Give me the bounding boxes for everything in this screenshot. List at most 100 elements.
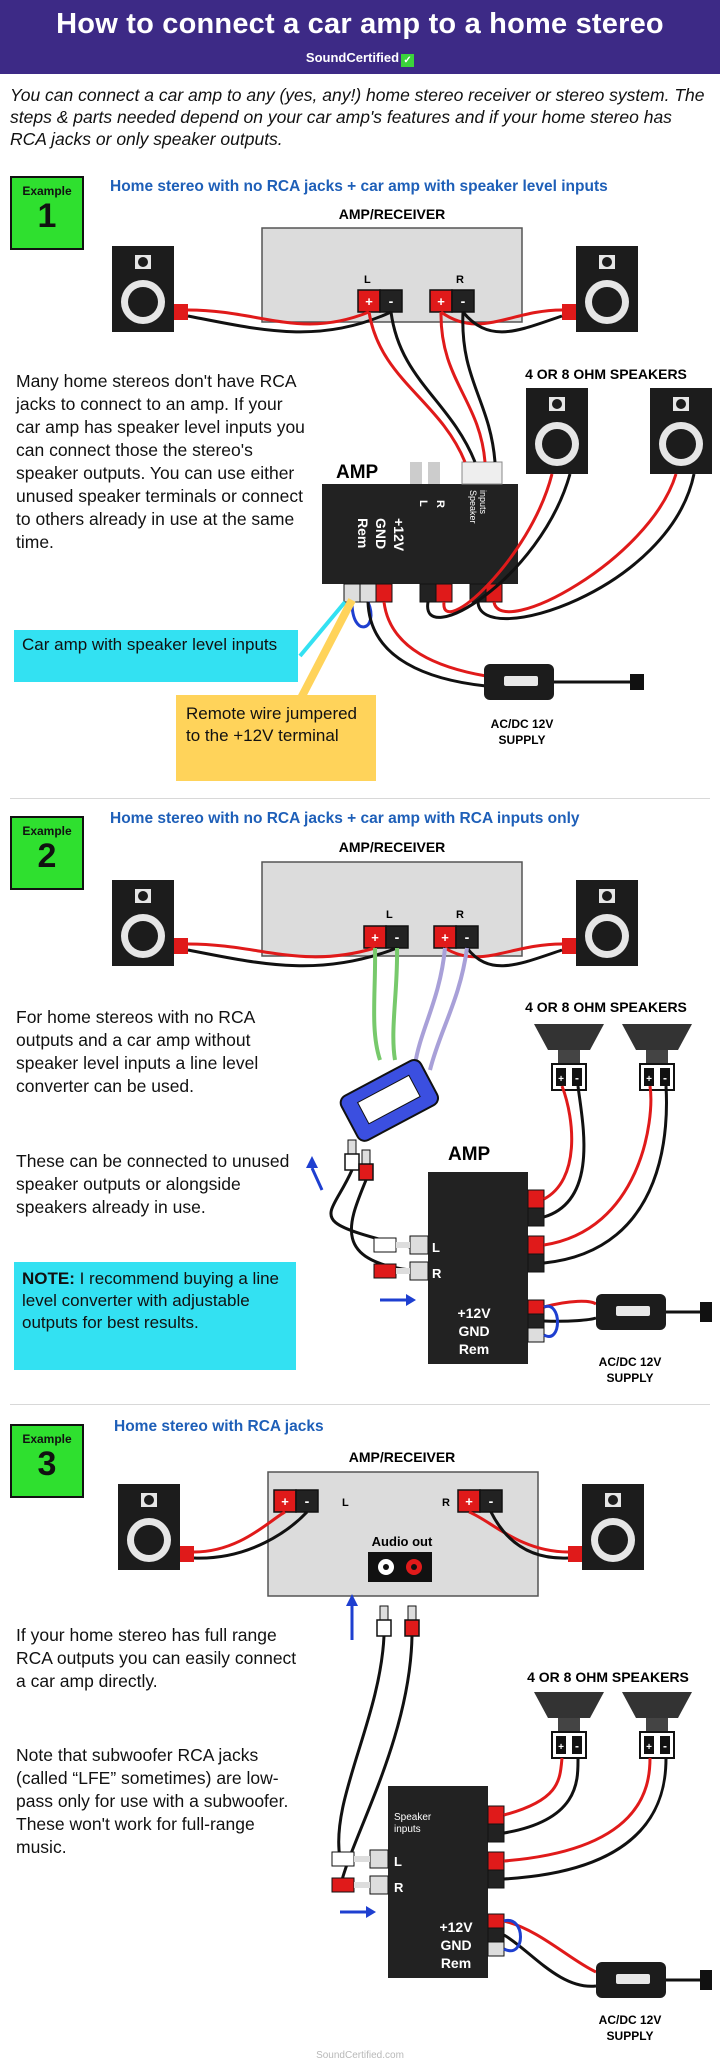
example-3-badge: Example 3: [10, 1424, 84, 1498]
speaker-inputs-label-2: inputs: [394, 1824, 421, 1835]
supply-label-2: SUPPLY: [607, 1371, 654, 1385]
amp-gnd-label: GND: [440, 1937, 471, 1953]
receiver-terminal-r: [429, 289, 475, 313]
speaker-inputs-label-1: Speaker: [394, 1812, 432, 1823]
audio-out-jacks: [368, 1552, 432, 1582]
amp-r-label: R: [394, 1880, 404, 1895]
home-speaker-left: [112, 246, 174, 332]
section-divider: [10, 1404, 710, 1405]
home-speaker-right: [576, 246, 638, 332]
home-speaker-left: [118, 1484, 180, 1570]
car-speaker-2: [621, 1023, 693, 1091]
amp-l-label: L: [417, 500, 429, 507]
example-1-title: Home stereo with no RCA jacks + car amp …: [110, 178, 608, 195]
car-speaker-2: [621, 1691, 693, 1759]
receiver-terminal-r: [457, 1489, 503, 1513]
amp-rem-label: Rem: [441, 1955, 471, 1971]
home-speaker-left: [112, 880, 174, 966]
example-2-diagram: AMP/RECEIVER L R 4 OR 8 OHM SPEAKERS AMP: [112, 839, 712, 1385]
amp-l-label: L: [394, 1854, 402, 1869]
amp-gnd-label: GND: [373, 518, 389, 549]
receiver-terminal-l: [357, 289, 403, 313]
car-speaker-1: [526, 388, 588, 474]
amp-label: AMP: [448, 1144, 491, 1165]
car-amp: [388, 1786, 488, 1978]
label-l: L: [342, 1497, 349, 1509]
label-l: L: [386, 909, 393, 921]
speakers-label: 4 OR 8 OHM SPEAKERS: [525, 999, 687, 1015]
intro-text: You can connect a car amp to any (yes, a…: [10, 85, 705, 149]
example-3-diagram: AMP/RECEIVER L R Audio out 4 OR 8 OHM SP…: [118, 1449, 712, 2043]
amp-12v-label: +12V: [457, 1305, 491, 1321]
home-speaker-right: [576, 880, 638, 966]
label-r: R: [442, 1497, 450, 1509]
line-level-converter: [339, 1059, 440, 1142]
speaker-inputs-label-1: Speaker: [468, 490, 478, 524]
example-2-text-1: For home stereos with no RCA outputs and…: [16, 1007, 259, 1096]
home-speaker-right: [582, 1484, 644, 1570]
car-speaker-1: [533, 1023, 605, 1091]
example-1-text: Many home stereos don't have RCA jacks t…: [16, 371, 305, 552]
section-divider: [10, 798, 710, 799]
example-3-text-2: Note that subwoofer RCA jacks (called “L…: [16, 1745, 289, 1857]
amp-l-label: L: [432, 1240, 440, 1255]
note-text: I recommend buying a line level converte…: [22, 1269, 279, 1332]
check-icon: ✓: [401, 54, 415, 67]
amp-12v-label: +12V: [391, 518, 407, 552]
speakers-label: 4 OR 8 OHM SPEAKERS: [525, 366, 687, 382]
badge-number: 3: [37, 1445, 57, 1483]
receiver-terminal-r: [433, 925, 479, 949]
power-supply: [596, 1962, 666, 1998]
note-label: NOTE:: [22, 1269, 75, 1288]
brand-name: SoundCertified: [305, 50, 400, 65]
label-r: R: [456, 274, 464, 286]
badge-label: Example: [22, 184, 72, 198]
badge-number: 2: [37, 837, 57, 875]
car-speaker-1: [533, 1691, 605, 1759]
speaker-inputs-label-2: inputs: [478, 490, 488, 515]
callout-speaker-level-inputs: Car amp with speaker level inputs: [14, 630, 298, 682]
badge-label: Example: [22, 1432, 72, 1446]
amp-receiver-label: AMP/RECEIVER: [349, 1449, 456, 1465]
amp-r-label: R: [432, 1266, 442, 1281]
receiver-terminal-l: [363, 925, 409, 949]
label-l: L: [364, 274, 371, 286]
supply-label-1: AC/DC 12V: [599, 1355, 662, 1369]
amp-label: AMP: [336, 462, 379, 483]
callout-remote-wire: Remote wire jumpered to the +12V termina…: [176, 695, 376, 781]
supply-label-2: SUPPLY: [499, 733, 546, 747]
amp-r-label: R: [434, 500, 446, 508]
supply-label-1: AC/DC 12V: [599, 2013, 662, 2027]
power-supply: [596, 1294, 666, 1330]
car-amp: [428, 1172, 528, 1364]
receiver-terminal-l: [273, 1489, 319, 1513]
page-title: How to connect a car amp to a home stere…: [56, 8, 664, 40]
amp-rem-label: Rem: [355, 518, 371, 548]
badge-label: Example: [22, 824, 72, 838]
header-banner: How to connect a car amp to a home stere…: [0, 0, 720, 74]
audio-out-label: Audio out: [372, 1534, 433, 1549]
speakers-label: 4 OR 8 OHM SPEAKERS: [527, 1669, 689, 1685]
car-amp: [322, 484, 518, 584]
example-3-title: Home stereo with RCA jacks: [114, 1418, 324, 1435]
example-1-badge: Example 1: [10, 176, 84, 250]
car-speaker-2: [650, 388, 712, 474]
callout-note: NOTE: I recommend buying a line level co…: [14, 1262, 296, 1370]
badge-number: 1: [37, 197, 57, 235]
label-r: R: [456, 909, 464, 921]
example-1-diagram: AMP/RECEIVER L R 4 OR 8 OHM SPEAKERS AMP…: [112, 206, 712, 747]
footer-credit: SoundCertified.com: [316, 2050, 404, 2061]
example-2-text-2: These can be connected to unused speaker…: [16, 1151, 290, 1217]
example-2-title: Home stereo with no RCA jacks + car amp …: [110, 810, 580, 827]
example-2-badge: Example 2: [10, 816, 84, 890]
supply-label-1: AC/DC 12V: [491, 717, 554, 731]
brand-logo: SoundCertified✓: [0, 50, 720, 67]
example-3-text-1: If your home stereo has full range RCA o…: [16, 1625, 297, 1691]
amp-rem-label: Rem: [459, 1341, 489, 1357]
amp-receiver-label: AMP/RECEIVER: [339, 839, 446, 855]
amp-gnd-label: GND: [458, 1323, 489, 1339]
amp-12v-label: +12V: [439, 1919, 473, 1935]
power-supply: [484, 664, 554, 700]
supply-label-2: SUPPLY: [607, 2029, 654, 2043]
